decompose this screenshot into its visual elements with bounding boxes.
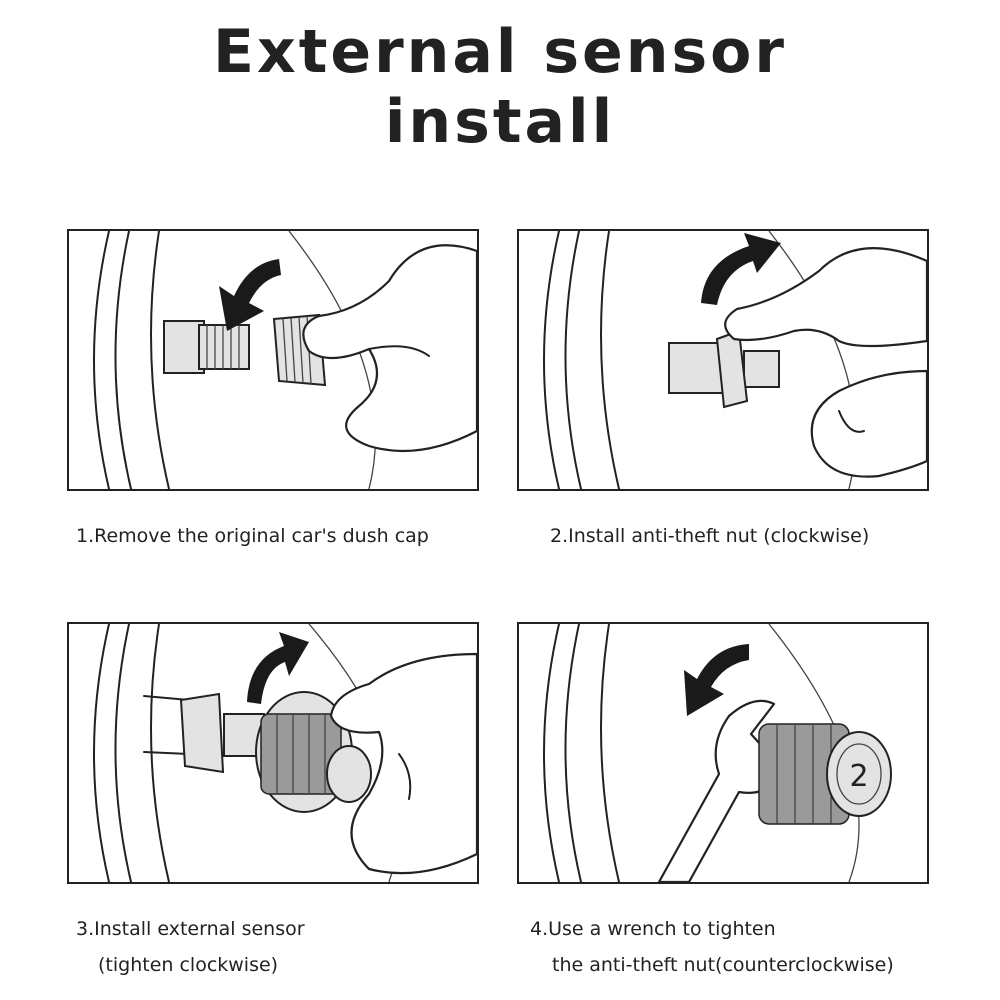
tpms-sensor-icon xyxy=(255,691,372,813)
page-title-line-1: External sensor xyxy=(213,17,787,87)
hand-icon xyxy=(329,652,477,875)
tire-rim-lines xyxy=(543,624,860,882)
step-4-illustration: 2 xyxy=(517,622,929,884)
curved-arrow-icon xyxy=(247,632,309,704)
page-title-line-2: install xyxy=(384,87,616,157)
curved-arrow-icon xyxy=(684,644,749,716)
curved-arrow-icon xyxy=(701,233,781,305)
step-2-caption: 2.Install anti-theft nut (clockwise) xyxy=(550,525,870,547)
hand-icon xyxy=(302,244,477,453)
step-2-illustration xyxy=(517,229,929,491)
sensor-cap-mark: 2 xyxy=(849,759,868,794)
step-3-caption-line-1: 3.Install external sensor xyxy=(76,918,305,940)
step-3-illustration xyxy=(67,622,479,884)
step-1-illustration xyxy=(67,229,479,491)
valve-stem-icon xyxy=(163,320,250,374)
anti-theft-nut-icon xyxy=(179,692,225,774)
curved-arrow-icon xyxy=(219,259,281,331)
step-4-caption-line-2: the anti-theft nut(counterclockwise) xyxy=(552,954,894,976)
anti-theft-nut-icon xyxy=(715,329,749,409)
step-4-caption-line-1: 4.Use a wrench to tighten xyxy=(530,918,776,940)
tire-rim-lines xyxy=(543,231,857,489)
step-1-caption: 1.Remove the original car's dush cap xyxy=(76,525,429,547)
step-3-caption-line-2: (tighten clockwise) xyxy=(98,954,279,976)
hand-icon xyxy=(724,247,927,478)
tire-rim-lines xyxy=(93,231,377,489)
tpms-sensor-icon: 2 xyxy=(758,723,892,825)
